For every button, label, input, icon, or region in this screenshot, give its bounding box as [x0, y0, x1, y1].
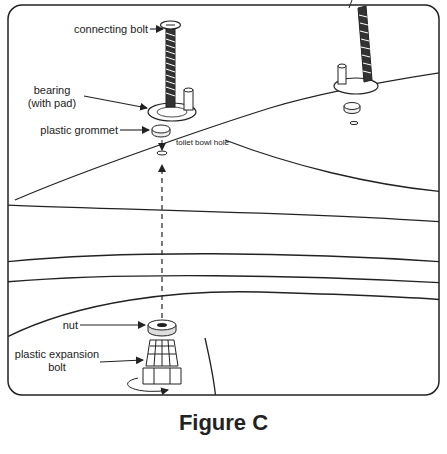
bowl-underside [8, 292, 439, 338]
assembly-arrow [161, 165, 162, 318]
part-label: toilet bowl hole [176, 138, 256, 148]
bearing-plate [157, 107, 187, 117]
sleeve-slot [154, 340, 170, 366]
leader-arrow [100, 360, 143, 362]
bolt-end [349, 0, 352, 8]
hole-arrow [162, 140, 163, 150]
bolt-thread [359, 15, 371, 73]
leader-arrow [120, 129, 149, 130]
connecting-bolt [358, 6, 372, 82]
right-hinge [334, 0, 378, 125]
part-label: connecting bolt [40, 23, 148, 36]
nut-hole [157, 323, 167, 327]
expansion-sleeve [146, 340, 178, 366]
left-hinge [148, 21, 196, 155]
bolt-hex [143, 368, 181, 384]
bolt-head [161, 21, 181, 29]
bearing-post [338, 66, 346, 84]
seat-edge [8, 276, 439, 283]
part-label: plastic grommet [14, 124, 118, 137]
bowl-edge [15, 72, 439, 200]
nut [148, 320, 176, 330]
part-label: nut [40, 319, 78, 332]
bolt-thread [166, 33, 175, 96]
bowl-hole [157, 151, 167, 155]
seat-edge [8, 254, 439, 262]
toilet-outline [8, 72, 439, 395]
connecting-bolt [166, 27, 175, 107]
frame [8, 5, 439, 395]
bearing-post [184, 88, 193, 92]
bearing-post [184, 90, 193, 110]
leader-arrow [150, 28, 163, 29]
leader-arrow [84, 96, 147, 108]
leader-arrow [80, 324, 145, 325]
bowl-edge [225, 140, 439, 192]
grommet [152, 125, 170, 133]
bearing-post [338, 64, 346, 68]
bowl-underside [205, 338, 216, 395]
part-label: plastic expansion bolt [14, 348, 100, 374]
grommet [344, 103, 360, 110]
part-label: bearing (with pad) [22, 84, 82, 110]
figure-caption: Figure C [0, 410, 447, 436]
expansion-bolt [128, 320, 181, 391]
bolt-hex [154, 368, 170, 384]
sleeve-ring [148, 346, 176, 354]
seat-edge [8, 205, 439, 222]
bowl-hole [350, 121, 358, 124]
leaders [80, 29, 163, 362]
rotation-arrow [128, 378, 168, 391]
bolt-slot [166, 25, 175, 26]
